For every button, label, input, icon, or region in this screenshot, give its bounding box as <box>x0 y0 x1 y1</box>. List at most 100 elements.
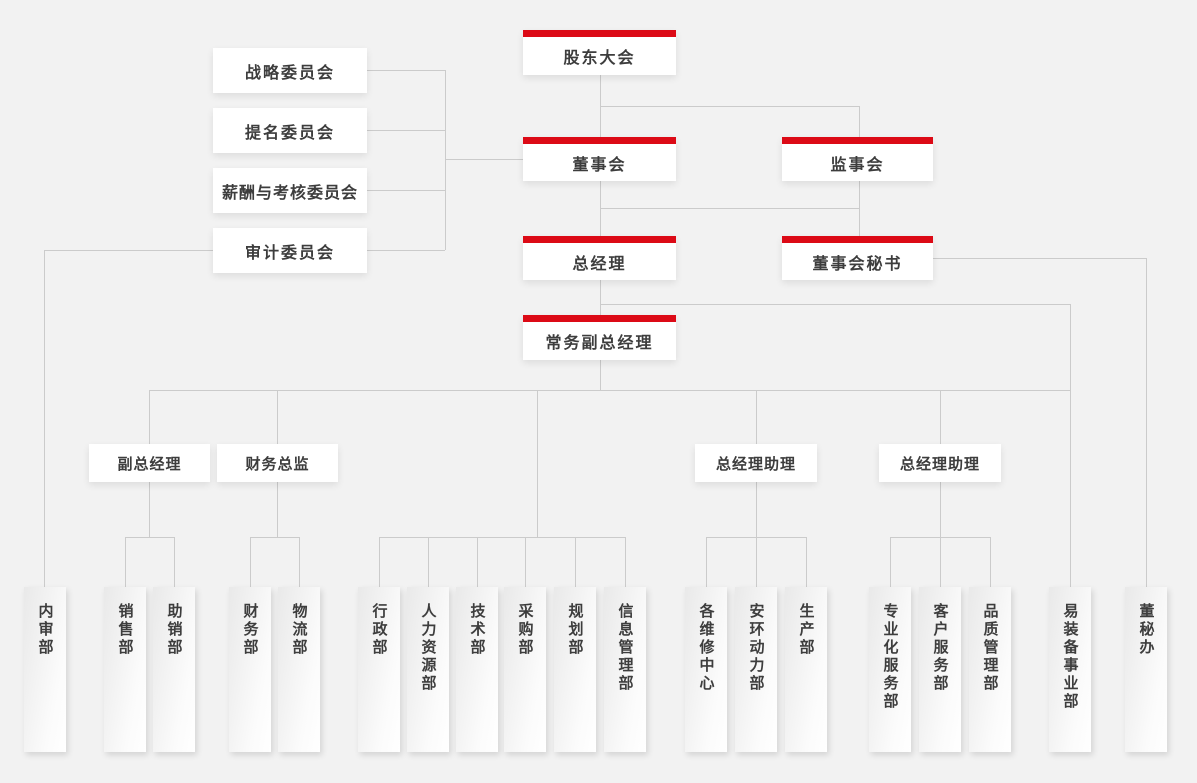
dept-label: 生产部 <box>797 603 815 657</box>
dept-label: 易装备事业部 <box>1061 603 1079 711</box>
dept-label: 客户服务部 <box>931 603 949 693</box>
dept-finance: 财务部 <box>229 587 271 752</box>
connector-line <box>600 304 1070 305</box>
node-label: 总经理助理 <box>899 455 980 473</box>
connector-line <box>600 208 859 209</box>
connector-line <box>44 250 45 587</box>
node-gm-assistant-1: 总经理助理 <box>695 444 817 482</box>
node-strategy-committee: 战略委员会 <box>213 48 367 93</box>
connector-line <box>756 390 757 587</box>
node-supervisory-board: 监事会 <box>782 137 933 181</box>
dept-label: 信息管理部 <box>616 603 634 693</box>
node-general-manager: 总经理 <box>523 236 676 280</box>
connector-line <box>940 390 941 587</box>
dept-label: 技术部 <box>468 603 486 657</box>
dept-label: 各维修中心 <box>697 603 715 693</box>
node-remuneration-committee: 薪酬与考核委员会 <box>213 168 367 213</box>
connector-line <box>525 537 526 587</box>
connector-line <box>625 537 626 587</box>
node-label: 常务副总经理 <box>545 335 654 352</box>
connector-line <box>44 250 213 251</box>
dept-safety-environment-power: 安环动力部 <box>735 587 777 752</box>
node-label: 董事会 <box>572 156 627 174</box>
dept-production: 生产部 <box>785 587 827 752</box>
node-nomination-committee: 提名委员会 <box>213 108 367 153</box>
connector-line <box>379 537 625 538</box>
connector-line <box>600 280 601 315</box>
dept-label: 专业化服务部 <box>881 603 899 711</box>
connector-line <box>250 537 251 587</box>
dept-label: 内审部 <box>36 603 54 657</box>
connector-line <box>125 537 174 538</box>
dept-internal-audit: 内审部 <box>24 587 66 752</box>
connector-line <box>1146 258 1147 587</box>
dept-technology: 技术部 <box>456 587 498 752</box>
dept-board-secretary-office: 董秘办 <box>1125 587 1167 752</box>
dept-planning: 规划部 <box>554 587 596 752</box>
dept-label: 人力资源部 <box>419 603 437 693</box>
node-label: 薪酬与考核委员会 <box>221 184 358 202</box>
dept-yi-equipment-division: 易装备事业部 <box>1049 587 1091 752</box>
connector-line <box>477 537 478 587</box>
node-shareholders-meeting: 股东大会 <box>523 30 676 75</box>
node-label: 股东大会 <box>563 50 636 67</box>
node-board-of-directors: 董事会 <box>523 137 676 181</box>
dept-information-management: 信息管理部 <box>604 587 646 752</box>
dept-label: 物流部 <box>290 603 308 657</box>
dept-logistics: 物流部 <box>278 587 320 752</box>
dept-label: 采购部 <box>516 603 534 657</box>
connector-line <box>859 181 860 236</box>
connector-line <box>706 537 707 587</box>
dept-quality-management: 品质管理部 <box>969 587 1011 752</box>
connector-line <box>933 258 1146 259</box>
connector-line <box>149 390 1070 391</box>
dept-sales: 销售部 <box>104 587 146 752</box>
connector-line <box>600 106 859 107</box>
dept-specialized-services: 专业化服务部 <box>869 587 911 752</box>
node-executive-deputy-gm: 常务副总经理 <box>523 315 676 360</box>
node-label: 提名委员会 <box>244 124 335 142</box>
dept-administration: 行政部 <box>358 587 400 752</box>
connector-line <box>575 537 576 587</box>
connector-line <box>806 537 807 587</box>
dept-label: 财务部 <box>241 603 259 657</box>
dept-human-resources: 人力资源部 <box>407 587 449 752</box>
connector-line <box>990 537 991 587</box>
dept-label: 品质管理部 <box>981 603 999 693</box>
dept-label: 行政部 <box>370 603 388 657</box>
node-deputy-gm: 副总经理 <box>89 444 210 482</box>
connector-line <box>125 537 126 587</box>
node-audit-committee: 审计委员会 <box>213 228 367 273</box>
node-label: 监事会 <box>830 156 885 174</box>
node-label: 董事会秘书 <box>812 255 903 273</box>
dept-sales-support: 助销部 <box>153 587 195 752</box>
node-label: 总经理助理 <box>715 455 796 473</box>
dept-customer-service: 客户服务部 <box>919 587 961 752</box>
dept-label: 安环动力部 <box>747 603 765 693</box>
connector-line <box>367 70 445 71</box>
connector-line <box>428 537 429 587</box>
connector-line <box>890 537 990 538</box>
dept-label: 董秘办 <box>1137 603 1155 657</box>
node-label: 财务总监 <box>245 455 310 473</box>
node-label: 副总经理 <box>117 455 182 473</box>
node-label: 战略委员会 <box>244 64 335 82</box>
node-gm-assistant-2: 总经理助理 <box>879 444 1001 482</box>
dept-label: 助销部 <box>165 603 183 657</box>
node-label: 总经理 <box>572 255 627 273</box>
dept-label: 销售部 <box>116 603 134 657</box>
connector-line <box>174 537 175 587</box>
connector-line <box>367 250 445 251</box>
node-label: 审计委员会 <box>244 244 335 262</box>
connector-line <box>859 106 860 137</box>
connector-line <box>445 70 446 250</box>
connector-line <box>1070 304 1071 587</box>
connector-line <box>367 130 445 131</box>
connector-line <box>537 390 538 537</box>
dept-procurement: 采购部 <box>504 587 546 752</box>
node-board-secretary: 董事会秘书 <box>782 236 933 280</box>
dept-maintenance-centers: 各维修中心 <box>685 587 727 752</box>
connector-line <box>706 537 806 538</box>
connector-line <box>250 537 299 538</box>
